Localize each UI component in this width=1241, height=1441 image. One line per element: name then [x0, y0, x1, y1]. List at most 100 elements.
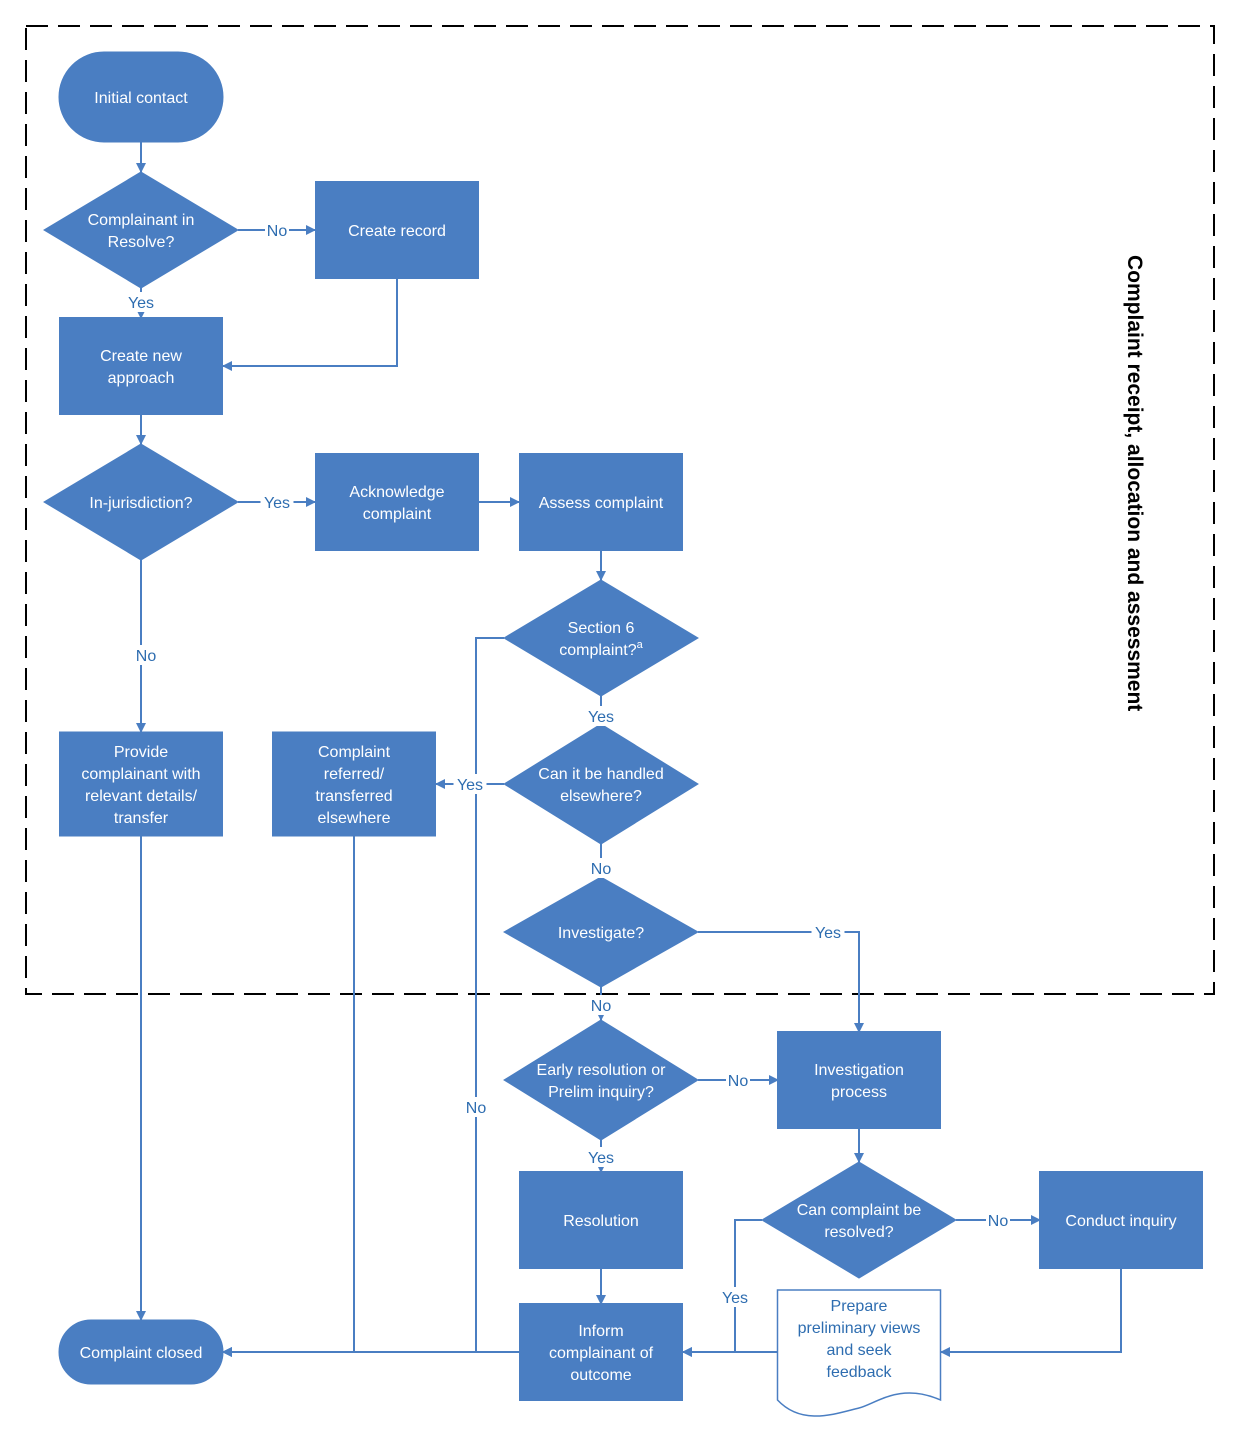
node-assess-complaint: Assess complaint [519, 453, 683, 551]
edge-label-background [260, 492, 294, 512]
edge-label-background [718, 1287, 752, 1307]
node-label-line: Conduct inquiry [1065, 1213, 1176, 1230]
edge-label-background [464, 1097, 488, 1117]
node-can-be-resolved: Can complaint be resolved? [761, 1161, 957, 1279]
edge-label-background [453, 774, 487, 794]
edge-label-background [584, 1147, 618, 1167]
node-label-line: Section 6 [568, 620, 635, 637]
process-box [59, 317, 223, 415]
node-label-line: Can complaint be [797, 1202, 922, 1219]
node-label-line: Prelim inquiry? [548, 1084, 654, 1101]
node-label-line: Complaint closed [80, 1345, 203, 1362]
process-box [519, 453, 683, 551]
decision-diamond [503, 1019, 699, 1141]
edge-label: No [988, 1213, 1009, 1230]
node-initial-contact: Initial contact [58, 51, 224, 143]
node-label-line: In-jurisdiction? [89, 495, 192, 512]
node-label-line: Inform [578, 1323, 623, 1340]
edge-label: Yes [588, 709, 614, 726]
node-label-line: outcome [570, 1367, 631, 1384]
node-investigation-process: Investigation process [777, 1031, 941, 1129]
edge-label: Yes [457, 777, 483, 794]
process-box [315, 453, 479, 551]
node-label-line: Initial contact [94, 90, 188, 107]
edge-label-background [134, 645, 158, 665]
node-referred-elsewhere: Complaint referred/transferred elsewhere [272, 731, 436, 837]
node-label-line: process [831, 1084, 887, 1101]
node-label-line: Create new [100, 348, 182, 365]
node-label-line: Investigation [814, 1062, 904, 1079]
decision-diamond [503, 723, 699, 845]
connector-investigate-to-investigation-process [698, 931, 864, 1033]
connector-conduct-inquiry-to-prepare-views [940, 1269, 1122, 1357]
scope-boundary-label: Complaint receipt, allocation and assess… [1123, 255, 1146, 711]
node-complaint-closed: Complaint closed [58, 1319, 224, 1385]
node-label-line: referred/ [324, 766, 385, 783]
edge-label-background [986, 1210, 1010, 1230]
edge-label-background [124, 292, 158, 312]
process-box [519, 1303, 683, 1401]
node-in-jurisdiction: In-jurisdiction? [43, 443, 239, 561]
connector-referred-elsewhere-to-complaint-closed [222, 836, 355, 1357]
process-box [519, 1171, 683, 1269]
node-label-line: Investigate? [558, 925, 644, 942]
node-label-line: transferred [315, 788, 392, 805]
node-label-line: Can it be handled [538, 766, 663, 783]
node-label-line: Prepare [831, 1298, 888, 1315]
node-label-line: elsewhere [318, 810, 391, 827]
scope-boundary [25, 25, 1215, 995]
node-label-line: resolved? [824, 1224, 893, 1241]
node-label-line: complaint?a [559, 639, 643, 659]
edge-label: No [466, 1100, 487, 1117]
terminator-shape [58, 51, 224, 143]
node-label-line: approach [108, 370, 175, 387]
edge-label-background [589, 858, 613, 878]
decision-diamond [43, 443, 239, 561]
node-label-line: Complaint [318, 744, 391, 761]
connector-can-be-resolved-to-inform-outcome [682, 1219, 762, 1357]
node-label-line: Resolution [563, 1213, 639, 1230]
node-early-resolution: Early resolution or Prelim inquiry? [503, 1019, 699, 1141]
decision-diamond [43, 171, 239, 289]
node-label-line: Provide [114, 744, 168, 761]
node-label-line: complainant with [81, 766, 200, 783]
edge-label: No [728, 1073, 749, 1090]
edge-label: Yes [128, 295, 154, 312]
node-label-line: Resolve? [108, 234, 175, 251]
edge-label: No [591, 998, 612, 1015]
node-label-line: Complainant in [88, 212, 195, 229]
edge-label: Yes [722, 1290, 748, 1307]
edge-label: Yes [264, 495, 290, 512]
node-resolution: Resolution [519, 1171, 683, 1269]
footnote-superscript: a [637, 639, 644, 651]
edge-label: Yes [588, 1150, 614, 1167]
process-box [59, 731, 223, 837]
edge-label: No [267, 223, 288, 240]
node-complainant-in-resolve: Complainant in Resolve? [43, 171, 239, 289]
decision-diamond [761, 1161, 957, 1279]
decision-diamond [503, 579, 699, 697]
decision-diamond [502, 876, 700, 988]
node-label-line: Assess complaint [539, 495, 664, 512]
node-conduct-inquiry: Conduct inquiry [1039, 1171, 1203, 1269]
node-label-line: Early resolution or [537, 1062, 667, 1079]
edge-label-background [811, 922, 845, 942]
node-label-line: elsewhere? [560, 788, 642, 805]
edge-label: No [136, 648, 157, 665]
node-investigate: Investigate? [502, 876, 700, 988]
edge-label-background [265, 220, 289, 240]
node-handled-elsewhere: Can it be handled elsewhere? [503, 723, 699, 845]
edge-label: Yes [815, 925, 841, 942]
connector-create-record-to-create-new-approach [222, 279, 398, 371]
node-label-line: complaint [363, 506, 432, 523]
process-box [1039, 1171, 1203, 1269]
edge-label-background [584, 706, 618, 726]
node-label-line: preliminary views [798, 1320, 921, 1337]
document-shape [776, 1289, 942, 1417]
process-box [272, 731, 436, 837]
